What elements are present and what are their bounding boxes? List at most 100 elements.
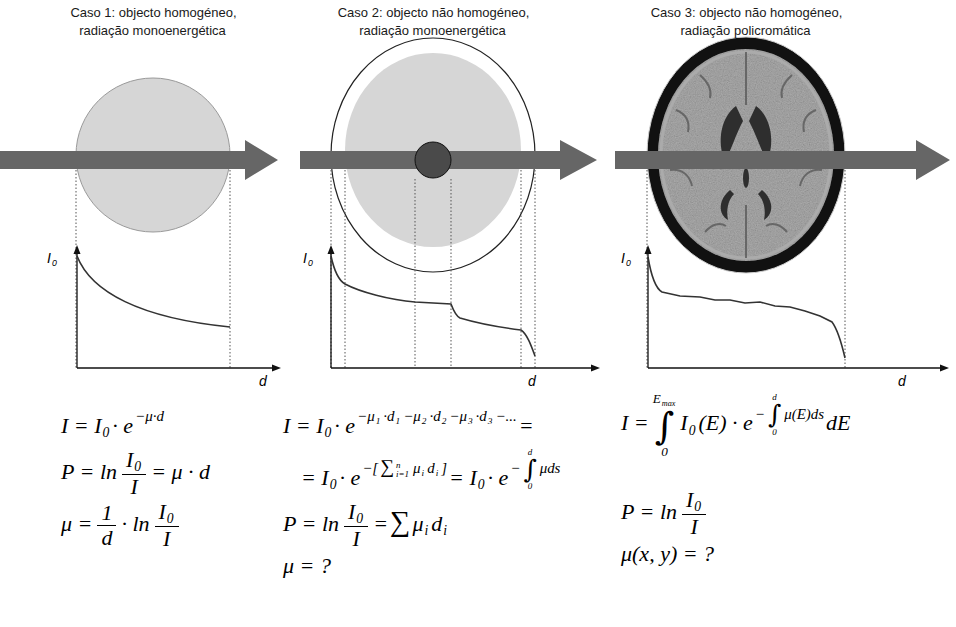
- projection-line: [451, 179, 452, 368]
- y-axis: [76, 252, 77, 368]
- axis-arrowhead: [272, 365, 281, 372]
- formula-term: P = ln: [621, 499, 677, 524]
- fraction: I0I: [122, 448, 146, 500]
- formula-term: 0: [134, 459, 141, 474]
- projection-line: [230, 170, 231, 368]
- formula-term: ∫: [523, 454, 536, 484]
- beam-arrow: [615, 140, 950, 180]
- term-slot: 0: [330, 477, 337, 492]
- term-slot: −[: [362, 460, 378, 476]
- formula-term: ·d: [383, 408, 394, 424]
- formula-term: I: [686, 487, 693, 512]
- formula-term: ∑: [380, 456, 394, 477]
- formula-term: 3: [468, 416, 473, 426]
- formula-term: I: [126, 447, 133, 472]
- fraction: I0I: [344, 500, 368, 552]
- integral: Emax∫0: [652, 392, 678, 458]
- term-slot: 0: [52, 258, 57, 268]
- formula-term: 0: [103, 425, 110, 440]
- fraction: 1d: [97, 501, 116, 550]
- formula-term: ]: [441, 460, 447, 476]
- numerator: I0: [682, 488, 706, 515]
- superscript: −μ·d: [134, 408, 165, 424]
- projection-lines: [647, 170, 845, 368]
- formula-term: i=1: [396, 469, 409, 479]
- formula-term: E: [653, 391, 661, 406]
- formula-line: I = I0· e−μ1·d1−μ2·d2−μ3·d3−...=: [282, 408, 535, 441]
- x-axis: [77, 367, 274, 368]
- ventricle: [758, 190, 771, 220]
- term-slot: ·d: [476, 408, 487, 424]
- term-slot: 1: [101, 500, 112, 525]
- formula-term: 0: [330, 477, 337, 492]
- sulcus: [700, 75, 711, 98]
- term-slot: 0: [103, 425, 110, 440]
- lower-limit: 0: [771, 428, 777, 437]
- term-slot: Caso 3: objecto não homogéneo, radiação …: [651, 5, 843, 38]
- axis-label: 0: [52, 258, 57, 268]
- formula-term: μ(E)ds: [784, 406, 824, 422]
- term-slot: =: [519, 413, 534, 438]
- formula-term: 2: [442, 416, 447, 426]
- case-heading: Caso 3: objecto não homogéneo, radiação …: [635, 4, 857, 39]
- term-slot: = μ · d: [151, 459, 210, 484]
- superscript: −d∫0μ(E)ds: [754, 393, 825, 436]
- term-slot: 2: [442, 416, 447, 426]
- axis-label: d: [528, 373, 536, 389]
- term-slot: I: [130, 474, 137, 499]
- formula-line: I =Emax∫0I0(E) · e−d∫0μ(E)dsdE: [620, 392, 852, 458]
- axis-arrowhead: [591, 365, 600, 372]
- axis-label: I0: [46, 250, 59, 268]
- intensity-curve: [331, 256, 535, 356]
- formula-term: μ =: [61, 511, 92, 536]
- formula-term: I =: [621, 410, 649, 435]
- formula-term: −...: [495, 408, 516, 424]
- term-slot: 0: [689, 423, 696, 438]
- term-slot: d: [431, 511, 442, 536]
- projection-line: [345, 170, 346, 368]
- ventricle: [743, 168, 749, 188]
- axis-label: 0: [308, 258, 313, 268]
- term-slot: 0: [772, 427, 776, 437]
- fraction: I0I: [155, 500, 179, 552]
- formula-term: μ = ?: [283, 553, 331, 578]
- formula-line: μ = ?: [282, 552, 332, 580]
- term-slot: μ = ?: [283, 553, 331, 578]
- integral: d∫0: [523, 448, 536, 491]
- formula-term: 1: [101, 500, 112, 525]
- intensity-curve: [77, 256, 230, 327]
- projection-line: [415, 179, 416, 368]
- term-slot: i: [436, 468, 439, 478]
- term-slot: · e: [488, 465, 509, 490]
- superscript: −μ1·d1−μ2·d2−μ3·d3−...: [356, 408, 518, 426]
- projection-line: [331, 170, 332, 368]
- dense-inclusion: [415, 142, 451, 178]
- formula-term: μ(x, y) = ?: [621, 541, 714, 566]
- term-slot: · e: [112, 413, 133, 438]
- term-slot: −μ: [403, 408, 421, 424]
- fraction: I0I: [682, 488, 706, 540]
- axis-arrowhead: [645, 245, 652, 254]
- formula-line: P = lnI0I=∑μidi: [282, 500, 449, 552]
- term-slot: 3: [468, 416, 473, 426]
- term-slot: d: [259, 373, 267, 389]
- term-slot: d: [898, 373, 906, 389]
- formula-term: 0: [689, 423, 696, 438]
- formula-term: −μ: [449, 408, 467, 424]
- formula-term: I: [130, 474, 137, 499]
- formula-term: 0: [772, 427, 776, 437]
- ventricle: [721, 190, 734, 220]
- term-slot: i: [422, 468, 425, 478]
- projection-line: [647, 170, 648, 368]
- term-slot: Caso 2: objecto não homogéneo, radiação …: [338, 5, 530, 38]
- formula-term: dE: [826, 410, 850, 435]
- term-slot: 0: [325, 425, 332, 440]
- term-slot: ·d: [429, 408, 440, 424]
- term-slot: 0: [626, 258, 631, 268]
- term-slot: = I: [449, 465, 477, 490]
- formula-term: = I: [301, 465, 329, 490]
- formula-term: d: [427, 460, 434, 476]
- term-slot: I: [303, 250, 307, 266]
- formula-term: = μ · d: [151, 459, 210, 484]
- formula-term: · e: [488, 465, 509, 490]
